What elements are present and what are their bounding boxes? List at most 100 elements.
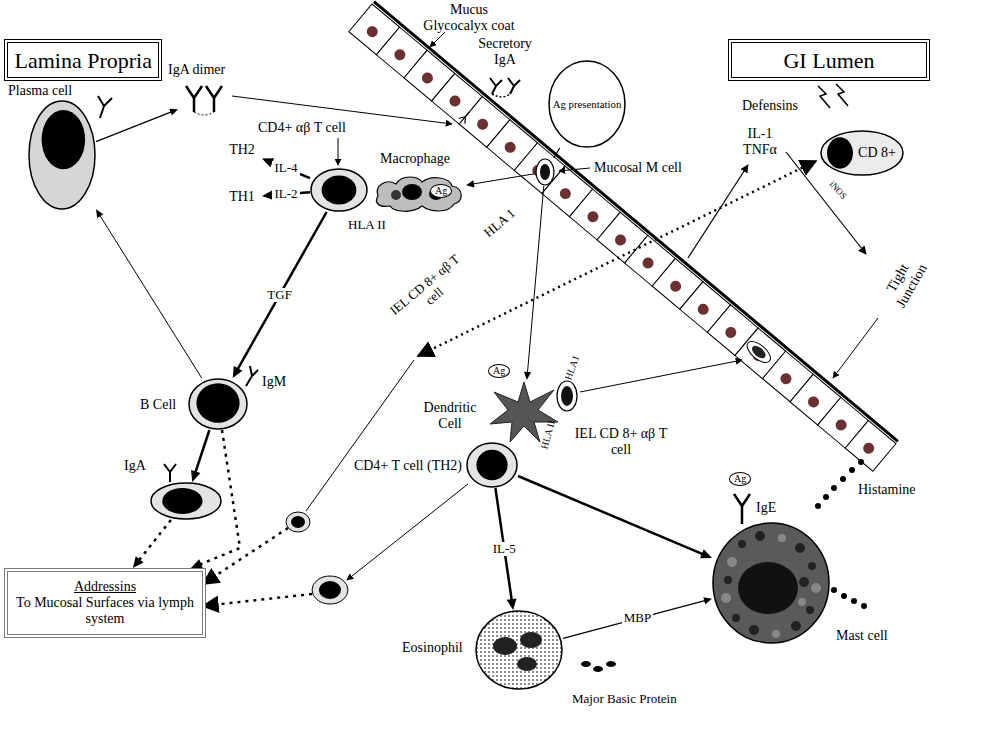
arrowhead bbox=[233, 366, 243, 378]
cell-shape bbox=[28, 100, 96, 210]
node-label: Ag presentation bbox=[553, 98, 622, 110]
illustration-part bbox=[734, 494, 750, 524]
illustration-part bbox=[98, 96, 112, 118]
arrowhead bbox=[700, 549, 712, 558]
illustration-part bbox=[849, 467, 855, 473]
lymphocytes bbox=[286, 512, 348, 604]
illustration-part bbox=[606, 661, 616, 667]
mediator-label: Histamine bbox=[858, 482, 916, 498]
node-label: CD 8+ bbox=[858, 145, 896, 161]
connector-line bbox=[554, 148, 560, 158]
edge-label: IL-2 bbox=[272, 187, 299, 202]
iel-cell: IEL CD 8+ αβ T cell bbox=[556, 380, 578, 412]
connector-line bbox=[237, 212, 327, 370]
node-label: TH2 bbox=[229, 142, 255, 158]
illustration-part bbox=[593, 666, 603, 672]
molecule-label: IgM bbox=[262, 374, 286, 390]
arrowhead bbox=[466, 180, 474, 187]
illustration-part bbox=[203, 594, 312, 606]
macrophage: Macrophage bbox=[372, 172, 466, 214]
antigen-tag: Ag bbox=[488, 364, 510, 378]
arrowhead bbox=[507, 598, 517, 610]
illustration-part bbox=[374, 2, 898, 442]
connector-line bbox=[99, 215, 201, 378]
illustration-part bbox=[833, 318, 878, 378]
node-label: Macrophage bbox=[380, 151, 470, 167]
node-label: Mucosal M cell bbox=[594, 160, 704, 176]
iga-cell: IgA bbox=[150, 482, 222, 520]
mast-cell: Mast cell bbox=[712, 522, 830, 644]
connector bbox=[262, 158, 310, 178]
illustration-part bbox=[286, 512, 310, 532]
leader-arrows bbox=[203, 32, 878, 606]
cell-shape bbox=[556, 380, 578, 412]
b-cell: B Cell bbox=[188, 378, 248, 430]
node-label: CD4+ T cell (TH2) bbox=[346, 458, 462, 474]
illustration-part bbox=[246, 366, 258, 386]
illustration-part bbox=[841, 593, 847, 599]
granule-dots bbox=[581, 459, 867, 672]
cell-shape bbox=[535, 158, 555, 186]
cell-shape bbox=[466, 442, 518, 488]
node-label: Lamina Propria bbox=[15, 48, 152, 73]
arrowhead bbox=[133, 556, 144, 568]
node-label: B Cell bbox=[140, 397, 186, 413]
arrowhead bbox=[524, 372, 531, 380]
connector-line bbox=[138, 520, 171, 561]
illustration-part bbox=[823, 494, 829, 500]
illustration-part bbox=[508, 78, 520, 94]
connector-line bbox=[518, 476, 704, 555]
illustration-part bbox=[291, 516, 305, 528]
node-label: Mast cell bbox=[836, 628, 916, 644]
edge-label: MBP bbox=[622, 611, 653, 626]
illustration-part bbox=[164, 464, 176, 482]
connector bbox=[518, 476, 712, 558]
illustration-part bbox=[858, 459, 864, 465]
illustration-part bbox=[836, 84, 848, 106]
illustration-part bbox=[580, 360, 742, 392]
illustration-part bbox=[232, 96, 452, 124]
illustration-part bbox=[750, 343, 768, 360]
illustration-part bbox=[306, 360, 414, 511]
t-cell: CD4+ αβ T cell bbox=[310, 168, 368, 212]
node-label: IgA bbox=[124, 458, 154, 474]
node-label: IgA dimer bbox=[168, 62, 248, 78]
illustration-part bbox=[492, 94, 510, 97]
cell-shape bbox=[475, 610, 563, 690]
molecule-label: Secretory IgA bbox=[470, 36, 540, 68]
illustration-part bbox=[430, 32, 445, 47]
node-label: Plasma cell bbox=[8, 83, 98, 99]
illustration-part bbox=[840, 476, 846, 482]
iga-dimer: IgA dimer bbox=[178, 82, 230, 116]
marker-label: HLA 1 bbox=[480, 205, 520, 242]
edge-label: IL-5 bbox=[491, 542, 518, 557]
arrowhead bbox=[169, 109, 178, 116]
illustration-part bbox=[744, 338, 774, 367]
plasma-cell: Plasma cell bbox=[28, 100, 96, 210]
node-label: IEL CD 8+ αβ T cell bbox=[566, 426, 676, 458]
illustration-part bbox=[490, 78, 502, 94]
antibody-icons bbox=[98, 78, 750, 524]
cell-shape bbox=[188, 378, 248, 430]
marker-label: HLA1 bbox=[561, 352, 582, 384]
antigen-tag: Ag bbox=[430, 184, 452, 198]
illustration-part bbox=[338, 138, 339, 165]
connector bbox=[563, 597, 712, 638]
connector bbox=[524, 186, 544, 380]
node-label: GI Lumen bbox=[783, 48, 874, 73]
connector bbox=[96, 109, 178, 142]
mediator-label: Major Basic Protein bbox=[572, 692, 677, 707]
cell-label: IEL CD 8+ αβ T cell bbox=[381, 246, 480, 336]
connector-line bbox=[96, 112, 172, 142]
molecule-label: Defensins bbox=[742, 98, 798, 114]
connector bbox=[191, 430, 209, 482]
node-label: CD4+ αβ T cell bbox=[258, 120, 380, 136]
addressins-box: AddressinsTo Mucosal Surfaces via lymph … bbox=[4, 568, 206, 638]
illustration-part bbox=[851, 598, 857, 604]
m-cell: Mucosal M cell bbox=[535, 158, 555, 186]
region-title-box: GI Lumen bbox=[728, 39, 930, 81]
connector bbox=[96, 209, 202, 378]
structure-label: Tight Junction bbox=[876, 247, 935, 317]
connector bbox=[233, 212, 327, 378]
